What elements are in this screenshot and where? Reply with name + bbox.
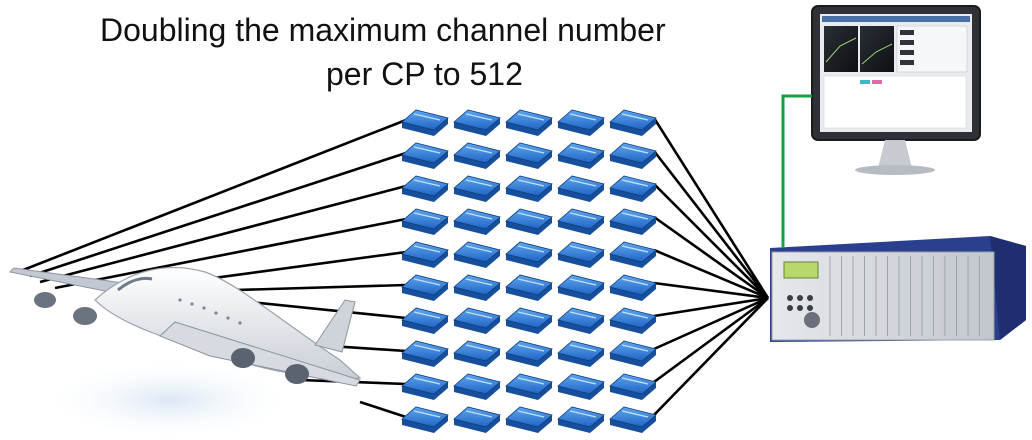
measurement-module-icon	[453, 208, 501, 235]
measurement-module-icon	[557, 406, 605, 433]
measurement-module-icon	[609, 142, 657, 169]
plane-wire	[359, 400, 407, 419]
measurement-module-icon	[609, 406, 657, 433]
measurement-module-icon	[453, 340, 501, 367]
measurement-module-icon	[505, 208, 553, 235]
measurement-module-icon	[401, 406, 449, 433]
measurement-module-icon	[557, 307, 605, 334]
measurement-module-icon	[557, 208, 605, 235]
plane-wire	[17, 118, 407, 274]
mainframe-wire	[652, 117, 770, 299]
measurement-module-icon	[401, 241, 449, 268]
measurement-module-icon	[453, 175, 501, 202]
measurement-module-icon	[505, 406, 553, 433]
mainframe-wire	[652, 150, 770, 299]
measurement-module-icon	[557, 340, 605, 367]
measurement-module-icon	[557, 274, 605, 301]
measurement-module-icon	[609, 109, 657, 136]
measurement-module-icon	[609, 340, 657, 367]
measurement-module-icon	[401, 274, 449, 301]
title-line-1: Doubling the maximum channel number	[100, 12, 666, 48]
measurement-module-icon	[557, 109, 605, 136]
measurement-module-icon	[453, 241, 501, 268]
measurement-module-icon	[453, 142, 501, 169]
measurement-module-icon	[505, 340, 553, 367]
measurement-module-icon	[609, 307, 657, 334]
measurement-module-icon	[505, 175, 553, 202]
mainframe-wire	[653, 281, 769, 300]
measurement-module-icon	[609, 208, 657, 235]
airplane-icon	[8, 267, 362, 387]
measurement-module-icon	[453, 109, 501, 136]
measurement-module-icon	[557, 142, 605, 169]
measurement-module-icon	[453, 406, 501, 433]
mainframe-wire	[653, 297, 769, 416]
plane-wire	[39, 184, 407, 284]
measurement-module-icon	[505, 109, 553, 136]
measurement-module-icon	[453, 274, 501, 301]
measurement-module-icon	[453, 373, 501, 400]
mainframe-wire	[653, 296, 769, 318]
mainframe-wire	[653, 296, 769, 351]
mainframe-wire	[653, 296, 769, 384]
measurement-module-icon	[609, 175, 657, 202]
module-grid	[401, 109, 657, 433]
title-line-2: per CP to 512	[326, 56, 523, 92]
monitor-icon	[811, 5, 981, 175]
measurement-module-icon	[505, 307, 553, 334]
measurement-module-icon	[401, 373, 449, 400]
mainframe-wire	[653, 248, 769, 300]
measurement-module-icon	[401, 340, 449, 367]
plane-wire	[54, 217, 407, 290]
measurement-module-icon	[505, 241, 553, 268]
network-link	[781, 94, 812, 248]
measurement-module-icon	[401, 175, 449, 202]
measurement-module-icon	[609, 274, 657, 301]
measurement-module-icon	[401, 307, 449, 334]
measurement-module-icon	[609, 241, 657, 268]
measurement-module-icon	[557, 373, 605, 400]
cloud-shape	[60, 366, 280, 434]
measurement-module-icon	[505, 373, 553, 400]
measurement-module-icon	[609, 373, 657, 400]
measurement-module-icon	[557, 241, 605, 268]
measurement-module-icon	[505, 274, 553, 301]
measurement-module-icon	[401, 109, 449, 136]
measurement-module-icon	[401, 142, 449, 169]
measurement-module-icon	[401, 208, 449, 235]
plane-wire	[29, 151, 407, 278]
measurement-module-icon	[557, 175, 605, 202]
mainframe-icon	[770, 236, 1026, 342]
measurement-module-icon	[453, 307, 501, 334]
measurement-module-icon	[505, 142, 553, 169]
mainframe-wire	[653, 183, 769, 299]
mainframe-wire	[653, 215, 769, 300]
